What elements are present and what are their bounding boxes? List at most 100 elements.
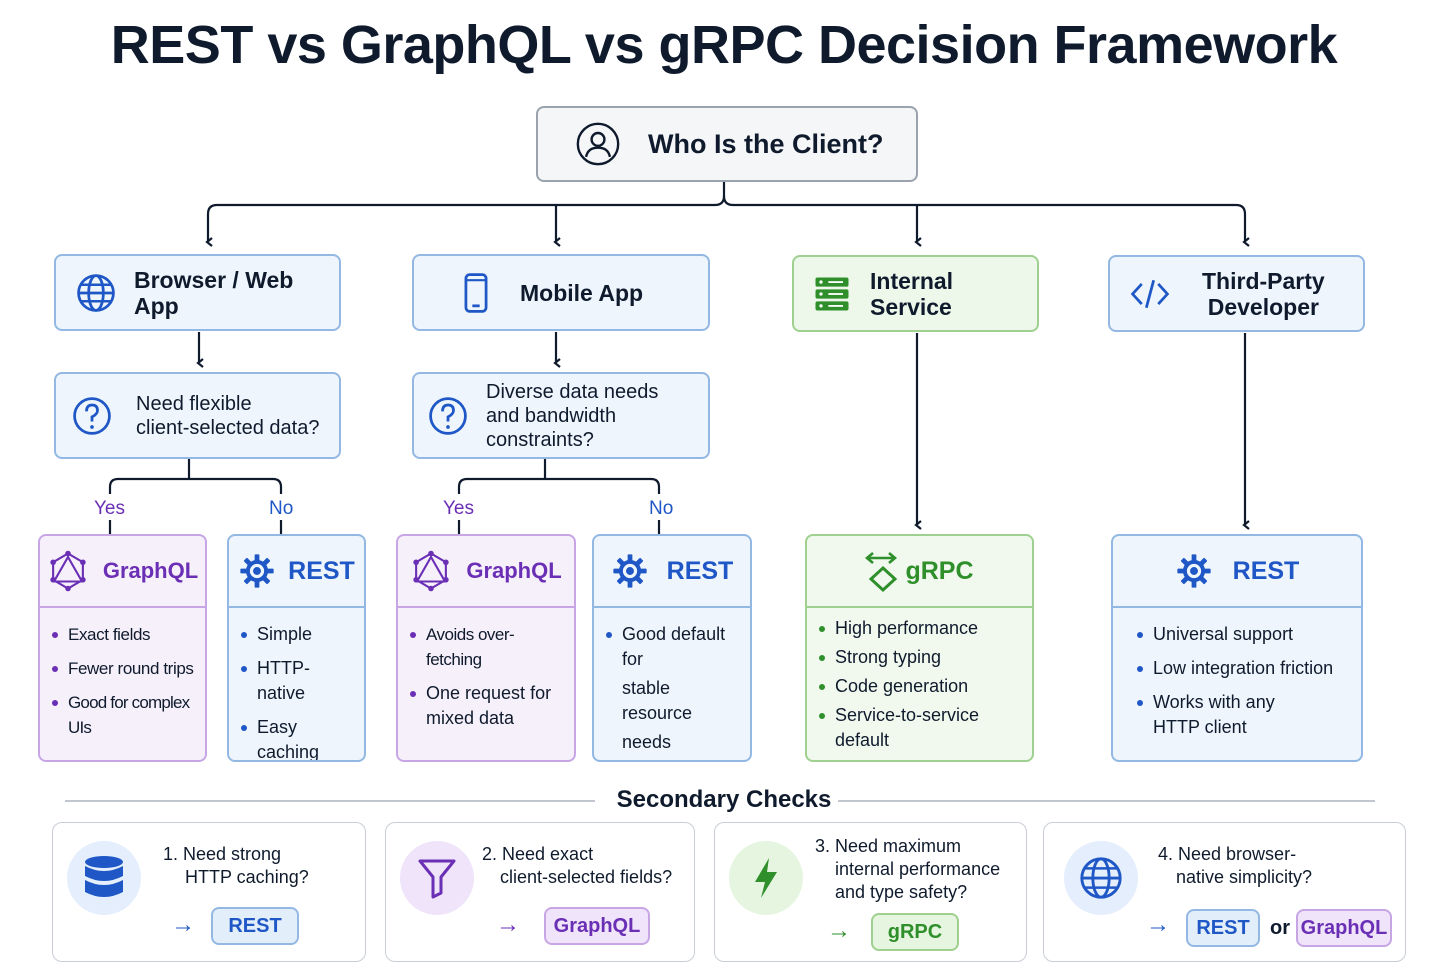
yes-label: Yes: [94, 498, 125, 519]
check-2-result: GraphQL: [544, 907, 650, 945]
check-3-line1: 3. Need maximum: [815, 836, 962, 856]
outcome-item: Strong typing: [819, 645, 1024, 670]
outcome-item: Avoids over-fetching: [410, 622, 566, 672]
outcome-item: Works with any: [1137, 690, 1353, 715]
outcome-item: Exact fields: [52, 622, 197, 647]
check-3-line3: and type safety?: [835, 882, 968, 902]
no-label: No: [269, 498, 294, 519]
check-1-line2: HTTP caching?: [185, 867, 309, 887]
question-1-line1: Need flexible: [136, 392, 252, 415]
outcome-grpc: gRPC High performance Strong typing Code…: [805, 534, 1034, 762]
root-label: Who Is the Client?: [648, 129, 884, 159]
outcome-item: Simple: [241, 622, 356, 647]
question-2-line1: Diverse data needs: [486, 380, 659, 403]
grpc-icon: [865, 552, 898, 592]
outcome-name: GraphQL: [466, 558, 562, 583]
arrow-right-icon: →: [827, 917, 851, 944]
server-icon: [815, 277, 849, 310]
client-third-party-line2: Developer: [1207, 293, 1319, 320]
check-3-result: gRPC: [871, 913, 959, 951]
client-internal-label: Internal Service: [870, 267, 954, 320]
outcome-item: Universal support: [1137, 622, 1353, 647]
outcome-item: One request for: [410, 681, 566, 706]
check-4-result-2: GraphQL: [1296, 909, 1392, 947]
outcome-item: Good for complex UIs: [52, 690, 197, 740]
outcome-item-continued: HTTP client: [1153, 717, 1247, 737]
check-2-line2: client-selected fields?: [500, 867, 673, 887]
client-third-party: Third-Party Developer: [1108, 255, 1365, 332]
question-icon: [429, 396, 467, 435]
gear-icon: [1177, 554, 1211, 588]
outcome-item-continued: default: [835, 730, 890, 750]
arrow-right-icon: →: [496, 911, 520, 938]
outcome-rest-web: REST Simple HTTP-native Easy caching: [227, 534, 366, 762]
database-icon-circle: [67, 841, 141, 915]
outcome-graphql-mobile: GraphQL Avoids over-fetching One request…: [396, 534, 576, 762]
smartphone-icon: [464, 272, 488, 313]
outcome-rest-mobile: REST Good default for stable resource ne…: [592, 534, 752, 762]
outcome-item: Fewer round trips: [52, 656, 197, 681]
check-exact-fields: 2. Need exact client-selected fields? → …: [385, 822, 695, 962]
graphql-icon: [50, 550, 86, 592]
client-third-party-line1: Third-Party: [1202, 267, 1325, 294]
check-2-line1: 2. Need exact: [482, 844, 594, 864]
filter-icon-circle: [400, 841, 474, 915]
question-2-line3: constraints?: [486, 428, 594, 451]
check-browser-native: 4. Need browser- native simplicity? → RE…: [1043, 822, 1406, 962]
outcome-graphql-web: GraphQL Exact fields Fewer round trips G…: [38, 534, 207, 762]
client-mobile: Mobile App: [412, 254, 710, 331]
outcome-item: High performance: [819, 616, 1024, 641]
outcome-name: REST: [1232, 556, 1300, 585]
outcome-item: Good default for: [606, 622, 742, 672]
outcome-name: REST: [666, 556, 734, 585]
page-title: REST vs GraphQL vs gRPC Decision Framewo…: [110, 15, 1338, 75]
question-diverse-data: Diverse data needs and bandwidth constra…: [412, 372, 710, 459]
yes-label: Yes: [443, 498, 474, 519]
gear-icon: [240, 554, 274, 588]
secondary-checks-title: Secondary Checks: [616, 786, 832, 813]
check-3-line2: internal performance: [835, 859, 1001, 879]
code-icon: [1130, 279, 1170, 308]
question-1-line2: client-selected data?: [136, 416, 320, 439]
outcome-rest-third-party: REST Universal support Low integration f…: [1111, 534, 1363, 762]
check-internal-performance: 3. Need maximum internal performance and…: [714, 822, 1027, 962]
root-question: Who Is the Client?: [536, 106, 918, 182]
user-icon: [576, 122, 620, 166]
globe-icon: [1080, 857, 1122, 899]
outcome-item-continued: needs: [622, 732, 672, 752]
question-icon: [73, 396, 111, 435]
outcome-item: Easy caching: [241, 715, 356, 760]
outcome-name: REST: [288, 556, 355, 585]
client-internal-service: Internal Service: [792, 255, 1039, 332]
lightning-icon: [755, 858, 777, 898]
arrow-right-icon: →: [1146, 911, 1170, 938]
question-2-line2: and bandwidth: [486, 404, 617, 427]
client-mobile-label: Mobile App: [520, 279, 644, 306]
graphql-icon: [413, 550, 450, 592]
no-label: No: [649, 498, 674, 519]
globe-icon: [77, 273, 115, 312]
client-browser-label: Browser / Web App: [134, 266, 294, 319]
filter-icon: [418, 859, 456, 899]
check-http-caching: 1. Need strong HTTP caching? → REST: [52, 822, 366, 962]
outcome-item: Code generation: [819, 674, 1024, 699]
arrow-right-icon: →: [171, 911, 195, 938]
check-4-line2: native simplicity?: [1176, 867, 1313, 887]
check-4-or: or: [1270, 917, 1290, 939]
outcome-item: Service-to-service: [819, 703, 1024, 728]
outcome-item-continued: stable resource: [622, 678, 693, 723]
check-4-result: REST: [1186, 909, 1260, 947]
outcome-item-continued: mixed data: [426, 708, 515, 728]
outcome-item: Low integration friction: [1137, 656, 1353, 681]
outcome-name: gRPC: [905, 556, 974, 585]
outcome-name: GraphQL: [102, 558, 199, 583]
question-flexible-data: Need flexible client-selected data?: [54, 372, 341, 459]
check-1-line1: 1. Need strong: [163, 844, 282, 864]
check-1-result: REST: [211, 907, 299, 945]
check-4-line1: 4. Need browser-: [1158, 844, 1297, 864]
outcome-item: HTTP-native: [241, 656, 356, 706]
database-icon: [85, 856, 123, 897]
client-browser: Browser / Web App: [54, 254, 341, 331]
globe-icon-circle: [1064, 841, 1138, 915]
